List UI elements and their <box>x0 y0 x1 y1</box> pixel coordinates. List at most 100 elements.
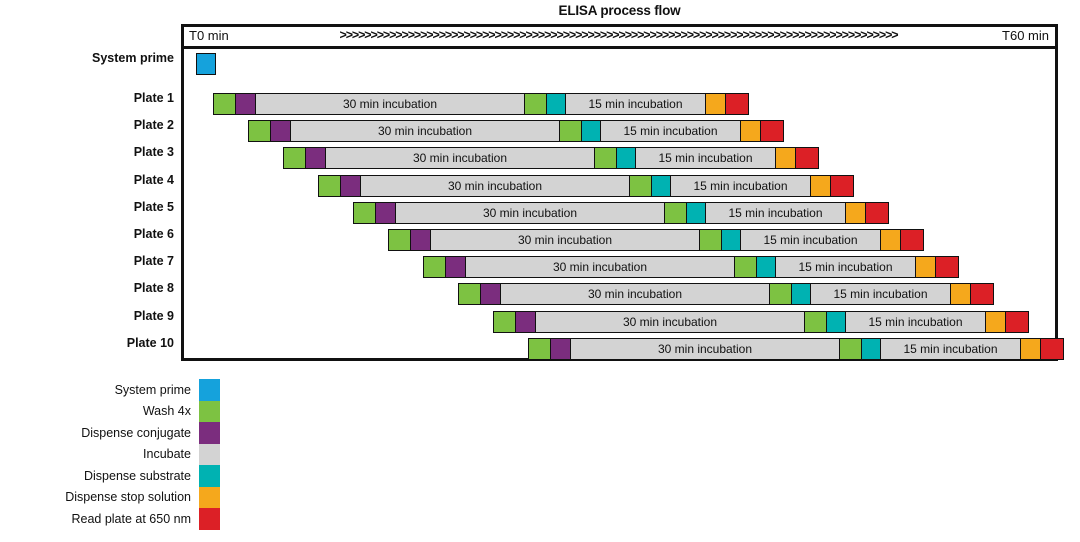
legend-item: Dispense stop solution <box>0 486 220 508</box>
gantt-bar-system-prime[interactable] <box>196 53 216 75</box>
segment-wash-4x[interactable] <box>424 257 446 278</box>
segment-wash-4x[interactable] <box>665 202 687 223</box>
segment-wash-4x[interactable] <box>494 311 516 332</box>
segment-dispense-substrate[interactable] <box>582 121 601 142</box>
segment-dispense-conjugate[interactable] <box>271 121 291 142</box>
segment-incubate[interactable]: 15 min incubation <box>741 230 881 250</box>
segment-incubate[interactable]: 30 min incubation <box>501 284 770 305</box>
segment-wash-4x[interactable] <box>319 175 341 196</box>
segment-label: 15 min incubation <box>763 233 858 247</box>
segment-wash-4x[interactable] <box>595 148 617 169</box>
segment-dispense-conjugate[interactable] <box>446 257 466 278</box>
segment-dispense-substrate[interactable] <box>792 284 811 305</box>
segment-dispense-conjugate[interactable] <box>236 94 256 114</box>
segment-dispense-conjugate[interactable] <box>341 175 361 196</box>
segment-dispense-stop-solution[interactable] <box>986 311 1006 332</box>
segment-wash-4x[interactable] <box>770 284 792 305</box>
segment-incubate[interactable]: 15 min incubation <box>881 338 1021 359</box>
segment-dispense-substrate[interactable] <box>827 311 846 332</box>
gantt-bar-plate-8[interactable]: 30 min incubation 15 min incubation <box>458 283 994 306</box>
segment-dispense-substrate[interactable] <box>652 175 671 196</box>
legend-label: Read plate at 650 nm <box>71 511 191 526</box>
segment-read-plate-at-650-nm[interactable] <box>1006 311 1028 332</box>
segment-dispense-stop-solution[interactable] <box>846 202 866 223</box>
segment-incubate[interactable]: 15 min incubation <box>846 311 986 332</box>
segment-read-plate-at-650-nm[interactable] <box>831 175 853 196</box>
segment-dispense-conjugate[interactable] <box>551 338 571 359</box>
segment-dispense-substrate[interactable] <box>862 338 881 359</box>
segment-dispense-stop-solution[interactable] <box>951 284 971 305</box>
segment-wash-4x[interactable] <box>560 121 582 142</box>
segment-system-prime[interactable] <box>197 54 215 74</box>
segment-wash-4x[interactable] <box>735 257 757 278</box>
segment-dispense-stop-solution[interactable] <box>706 94 726 114</box>
segment-dispense-substrate[interactable] <box>547 94 566 114</box>
segment-dispense-substrate[interactable] <box>757 257 776 278</box>
segment-label: 30 min incubation <box>517 233 613 247</box>
segment-dispense-conjugate[interactable] <box>376 202 396 223</box>
segment-wash-4x[interactable] <box>840 338 862 359</box>
segment-incubate[interactable]: 30 min incubation <box>571 338 840 359</box>
segment-read-plate-at-650-nm[interactable] <box>761 121 783 142</box>
segment-incubate[interactable]: 30 min incubation <box>466 257 735 278</box>
segment-wash-4x[interactable] <box>630 175 652 196</box>
segment-dispense-substrate[interactable] <box>617 148 636 169</box>
segment-dispense-stop-solution[interactable] <box>916 257 936 278</box>
segment-dispense-conjugate[interactable] <box>516 311 536 332</box>
gantt-bar-plate-10[interactable]: 30 min incubation 15 min incubation <box>528 337 1064 360</box>
segment-dispense-substrate[interactable] <box>722 230 741 250</box>
segment-wash-4x[interactable] <box>529 338 551 359</box>
row-label-plate-8: Plate 8 <box>133 281 174 296</box>
segment-dispense-conjugate[interactable] <box>306 148 326 169</box>
segment-dispense-substrate[interactable] <box>687 202 706 223</box>
segment-read-plate-at-650-nm[interactable] <box>901 230 923 250</box>
segment-incubate[interactable]: 30 min incubation <box>326 148 595 169</box>
gantt-bar-plate-3[interactable]: 30 min incubation 15 min incubation <box>283 147 819 170</box>
segment-incubate[interactable]: 15 min incubation <box>601 121 741 142</box>
segment-wash-4x[interactable] <box>700 230 722 250</box>
gantt-bar-plate-7[interactable]: 30 min incubation 15 min incubation <box>423 256 959 279</box>
segment-dispense-stop-solution[interactable] <box>881 230 901 250</box>
segment-wash-4x[interactable] <box>284 148 306 169</box>
gantt-bar-plate-2[interactable]: 30 min incubation 15 min incubation <box>248 120 784 143</box>
segment-read-plate-at-650-nm[interactable] <box>936 257 958 278</box>
segment-label: 15 min incubation <box>903 341 998 356</box>
segment-incubate[interactable]: 15 min incubation <box>671 175 811 196</box>
segment-read-plate-at-650-nm[interactable] <box>971 284 993 305</box>
segment-wash-4x[interactable] <box>459 284 481 305</box>
segment-incubate[interactable]: 30 min incubation <box>291 121 560 142</box>
segment-dispense-stop-solution[interactable] <box>1021 338 1041 359</box>
segment-dispense-stop-solution[interactable] <box>776 148 796 169</box>
segment-dispense-conjugate[interactable] <box>411 230 431 250</box>
gantt-bar-plate-1[interactable]: 30 min incubation 15 min incubation <box>213 93 749 115</box>
segment-dispense-stop-solution[interactable] <box>811 175 831 196</box>
segment-dispense-conjugate[interactable] <box>481 284 501 305</box>
segment-read-plate-at-650-nm[interactable] <box>1041 338 1063 359</box>
gantt-bar-plate-6[interactable]: 30 min incubation 15 min incubation <box>388 229 924 251</box>
segment-incubate[interactable]: 15 min incubation <box>811 284 951 305</box>
segment-incubate[interactable]: 30 min incubation <box>536 311 805 332</box>
segment-read-plate-at-650-nm[interactable] <box>726 94 748 114</box>
segment-incubate[interactable]: 15 min incubation <box>706 202 846 223</box>
segment-incubate[interactable]: 15 min incubation <box>566 94 706 114</box>
segment-wash-4x[interactable] <box>249 121 271 142</box>
segment-read-plate-at-650-nm[interactable] <box>796 148 818 169</box>
segment-wash-4x[interactable] <box>805 311 827 332</box>
segment-incubate[interactable]: 30 min incubation <box>256 94 525 114</box>
segment-wash-4x[interactable] <box>214 94 236 114</box>
segment-incubate[interactable]: 15 min incubation <box>776 257 916 278</box>
segment-incubate[interactable]: 30 min incubation <box>396 202 665 223</box>
segment-dispense-stop-solution[interactable] <box>741 121 761 142</box>
segment-wash-4x[interactable] <box>354 202 376 223</box>
gantt-bar-plate-5[interactable]: 30 min incubation 15 min incubation <box>353 201 889 224</box>
segment-incubate[interactable]: 30 min incubation <box>361 175 630 196</box>
segment-label: 15 min incubation <box>623 124 718 139</box>
gantt-bar-plate-9[interactable]: 30 min incubation 15 min incubation <box>493 310 1029 333</box>
segment-incubate[interactable]: 15 min incubation <box>636 148 776 169</box>
segment-read-plate-at-650-nm[interactable] <box>866 202 888 223</box>
gantt-bar-plate-4[interactable]: 30 min incubation 15 min incubation <box>318 174 854 197</box>
segment-incubate[interactable]: 30 min incubation <box>431 230 700 250</box>
segment-wash-4x[interactable] <box>389 230 411 250</box>
segment-wash-4x[interactable] <box>525 94 547 114</box>
